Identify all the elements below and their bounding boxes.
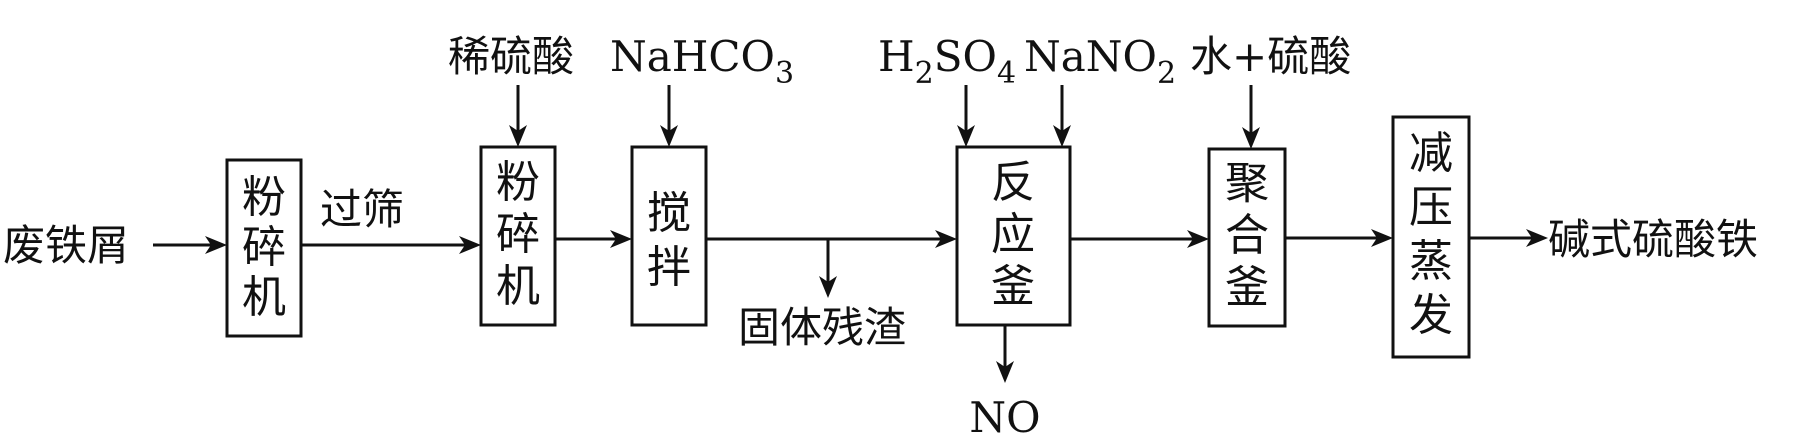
residue-label: 固体残渣 xyxy=(738,303,906,352)
arrow-nano2-down xyxy=(1053,85,1071,147)
evap-char-2: 压 xyxy=(1409,182,1453,233)
polymer-char-3: 釜 xyxy=(1225,262,1269,313)
reagent-h2so4-h: H xyxy=(878,32,915,81)
input-label: 废铁屑 xyxy=(3,221,129,270)
polymer-box xyxy=(1207,147,1287,328)
sieve-label: 过筛 xyxy=(320,185,404,234)
reagent-nahco3-main: NaHCO xyxy=(610,32,775,81)
arrow-to-residue xyxy=(819,239,837,298)
crusher-box-1 xyxy=(225,158,303,338)
evap-char-1: 减 xyxy=(1409,128,1453,179)
evap-char-3: 蒸 xyxy=(1409,236,1453,287)
crusher-box-2 xyxy=(479,145,557,327)
crusher2-char-1: 粉 xyxy=(496,157,540,208)
crusher1-char-1: 粉 xyxy=(242,172,286,223)
reagent-h2so4-so: SO xyxy=(934,32,997,81)
polymer-char-2: 合 xyxy=(1225,210,1269,261)
crusher2-char-3: 机 xyxy=(496,261,540,312)
reactor-box xyxy=(955,145,1072,327)
reagent-nano2: NaNO2 xyxy=(1024,32,1176,91)
arrow-h2so4-down xyxy=(957,85,975,147)
arrow-input-to-crusher1 xyxy=(153,236,227,254)
arrow-evaporator-to-output xyxy=(1469,229,1548,247)
reactor-char-1: 反 xyxy=(991,157,1035,208)
stir-char-1: 搅 xyxy=(647,188,691,239)
evaporator-box xyxy=(1391,115,1471,359)
arrow-nahco3-down xyxy=(660,85,678,147)
reagent-h2so4: H2SO4 xyxy=(878,32,1016,91)
arrow-reactor-to-polymer xyxy=(1070,230,1209,248)
arrow-dilute-acid-down xyxy=(509,85,527,147)
arrow-water-acid-down xyxy=(1242,85,1260,149)
reactor-char-2: 应 xyxy=(991,209,1035,260)
crusher2-char-2: 碎 xyxy=(496,209,540,260)
reagent-nano2-sub: 2 xyxy=(1157,56,1176,91)
arrow-reactor-to-gas xyxy=(996,325,1014,383)
stir-char-2: 拌 xyxy=(647,242,691,293)
reagent-h2so4-sub2: 2 xyxy=(915,56,934,91)
reagent-h2so4-sub4: 4 xyxy=(997,56,1016,91)
arrow-crusher1-to-crusher2 xyxy=(301,236,481,254)
crusher1-char-3: 机 xyxy=(242,272,286,323)
reagent-dilute-sulfuric-acid: 稀硫酸 xyxy=(448,32,574,81)
reagent-nano2-main: NaNO xyxy=(1024,32,1157,81)
crusher1-char-2: 碎 xyxy=(242,222,286,273)
output-label: 碱式硫酸铁 xyxy=(1548,215,1758,264)
polymer-char-1: 聚 xyxy=(1225,158,1269,209)
gas-label: NO xyxy=(969,393,1040,440)
evap-char-4: 发 xyxy=(1409,290,1453,341)
arrow-crusher2-to-stir xyxy=(555,230,632,248)
reagent-nahco3-sub: 3 xyxy=(775,56,794,91)
reactor-char-3: 釜 xyxy=(991,261,1035,312)
arrow-stir-to-reactor xyxy=(706,230,957,248)
reagent-nahco3: NaHCO3 xyxy=(610,32,794,91)
reagent-water-sulfuric-acid: 水+硫酸 xyxy=(1190,32,1351,81)
arrow-polymer-to-evaporator xyxy=(1285,229,1393,247)
